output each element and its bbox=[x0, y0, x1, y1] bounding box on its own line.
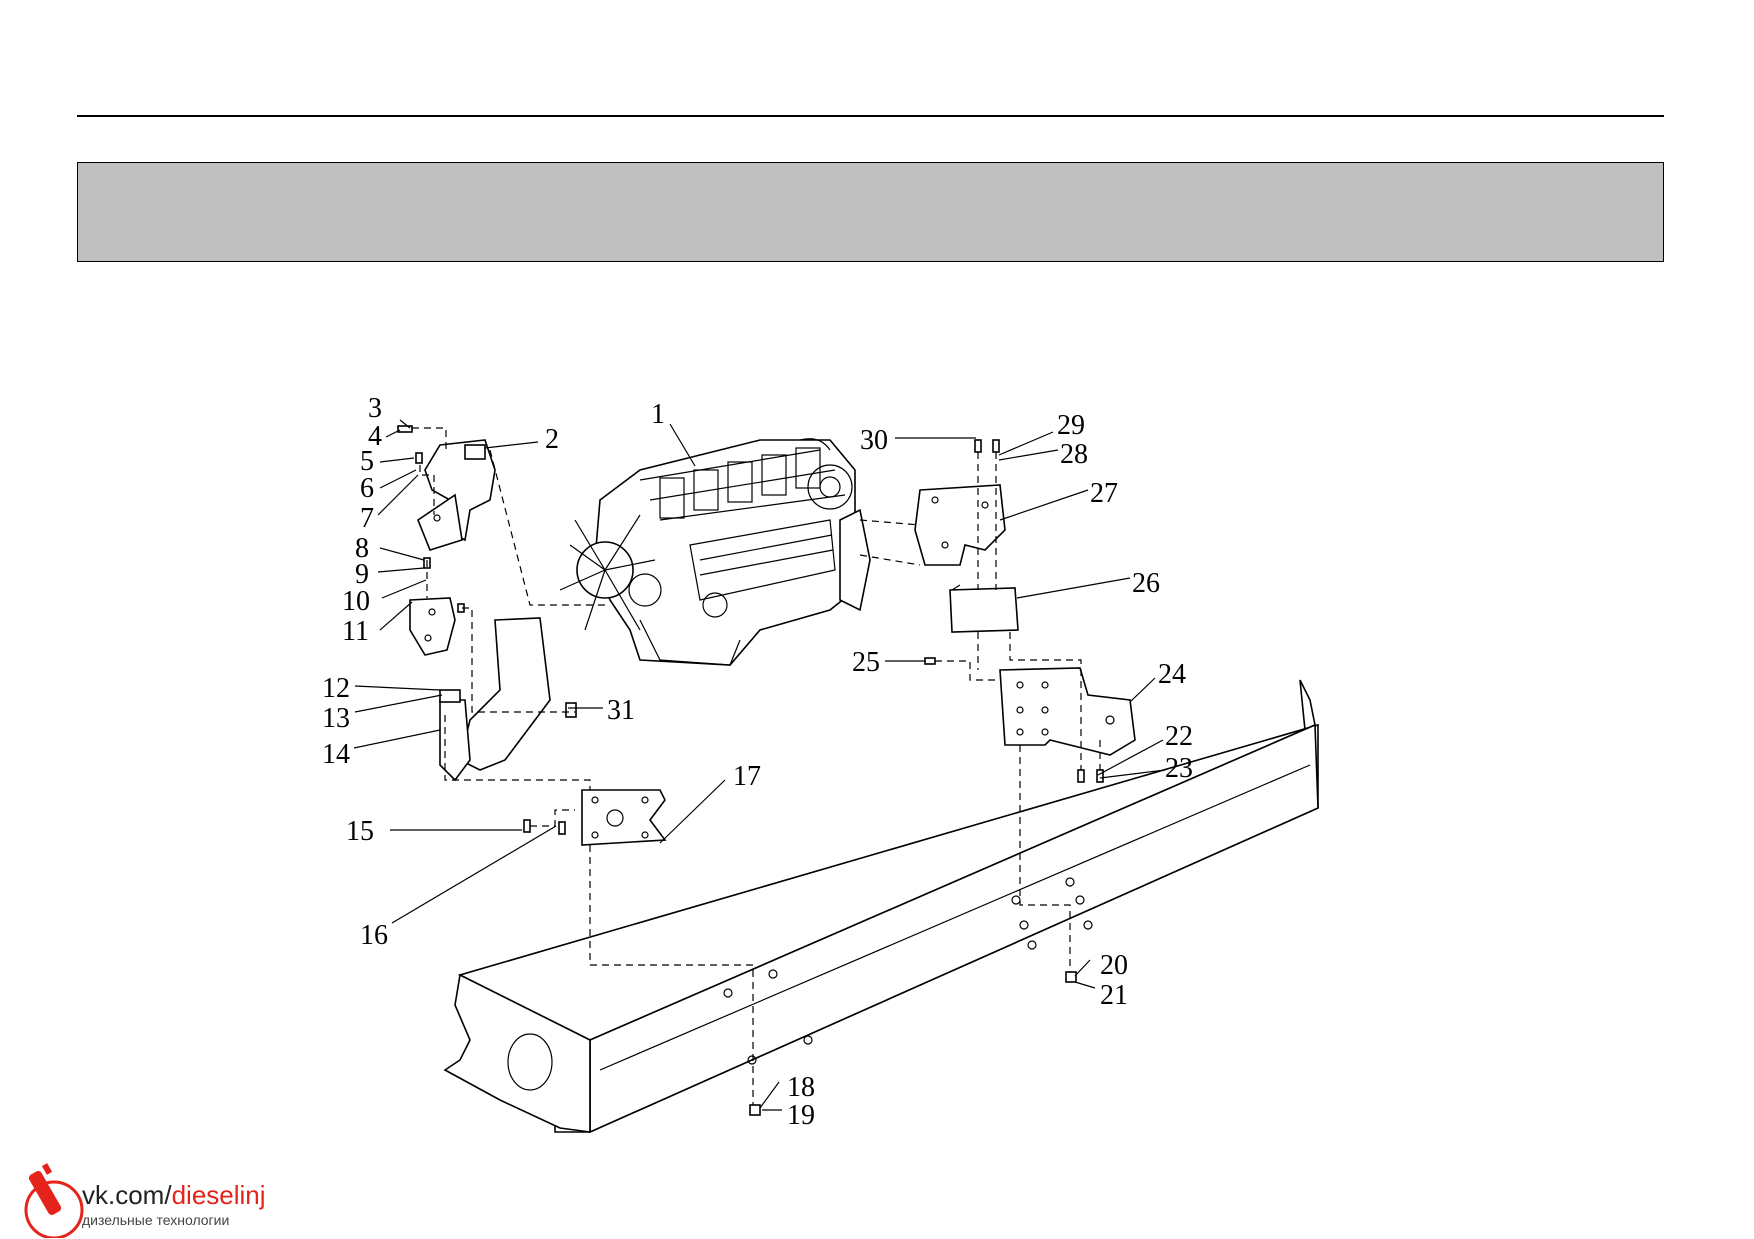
callout-21: 21 bbox=[1100, 980, 1128, 1011]
callout-23: 23 bbox=[1165, 753, 1193, 784]
callout-13: 13 bbox=[322, 703, 350, 734]
watermark-name: dieselinj bbox=[171, 1180, 266, 1210]
leader-lines bbox=[353, 419, 1166, 1111]
callout-8: 8 bbox=[355, 533, 369, 564]
callout-28: 28 bbox=[1060, 439, 1088, 470]
callout-5: 5 bbox=[360, 446, 374, 477]
callout-26: 26 bbox=[1132, 568, 1160, 599]
callout-24: 24 bbox=[1158, 659, 1186, 690]
frame-rail bbox=[443, 679, 1319, 1134]
callout-12: 12 bbox=[322, 673, 350, 704]
callout-4: 4 bbox=[368, 421, 382, 452]
title-band bbox=[77, 162, 1664, 262]
callout-7: 7 bbox=[360, 503, 374, 534]
rear-bracket-27 bbox=[914, 484, 1006, 566]
watermark-link[interactable]: vk.com/dieselinj bbox=[82, 1180, 266, 1211]
rubber-pad-26 bbox=[949, 584, 1019, 633]
callout-27: 27 bbox=[1090, 478, 1118, 509]
callout-19: 19 bbox=[787, 1100, 815, 1131]
callout-29: 29 bbox=[1057, 410, 1085, 441]
callout-15: 15 bbox=[346, 816, 374, 847]
callout-2: 2 bbox=[545, 424, 559, 455]
assembly-lines bbox=[412, 427, 1101, 1105]
front-support-arms bbox=[439, 617, 577, 782]
callout-30: 30 bbox=[860, 425, 888, 456]
callout-1: 1 bbox=[651, 399, 665, 430]
callout-20: 20 bbox=[1100, 950, 1128, 981]
callout-3: 3 bbox=[368, 393, 382, 424]
callout-18: 18 bbox=[787, 1072, 815, 1103]
callout-25: 25 bbox=[852, 647, 880, 678]
engine-assembly bbox=[559, 438, 871, 666]
watermark-logo bbox=[24, 1163, 84, 1238]
callout-11: 11 bbox=[342, 616, 369, 647]
callout-10: 10 bbox=[342, 586, 370, 617]
callout-31: 31 bbox=[607, 695, 635, 726]
callout-14: 14 bbox=[322, 739, 350, 770]
callout-16: 16 bbox=[360, 920, 388, 951]
rear-mount-plate-24 bbox=[999, 667, 1136, 756]
front-mount-plate bbox=[581, 789, 667, 846]
callout-labels: 1 2 3 4 5 6 7 8 9 10 11 12 13 14 15 16 1… bbox=[322, 393, 1193, 1131]
header-rule bbox=[77, 115, 1664, 117]
watermark-prefix: vk.com/ bbox=[82, 1180, 172, 1210]
callout-6: 6 bbox=[360, 473, 374, 504]
watermark-subtitle: дизельные технологии bbox=[82, 1212, 230, 1228]
front-bracket-lower bbox=[409, 597, 456, 656]
callout-22: 22 bbox=[1165, 721, 1193, 752]
front-bracket-upper bbox=[417, 439, 496, 551]
callout-17: 17 bbox=[733, 761, 761, 792]
callout-9: 9 bbox=[355, 559, 369, 590]
